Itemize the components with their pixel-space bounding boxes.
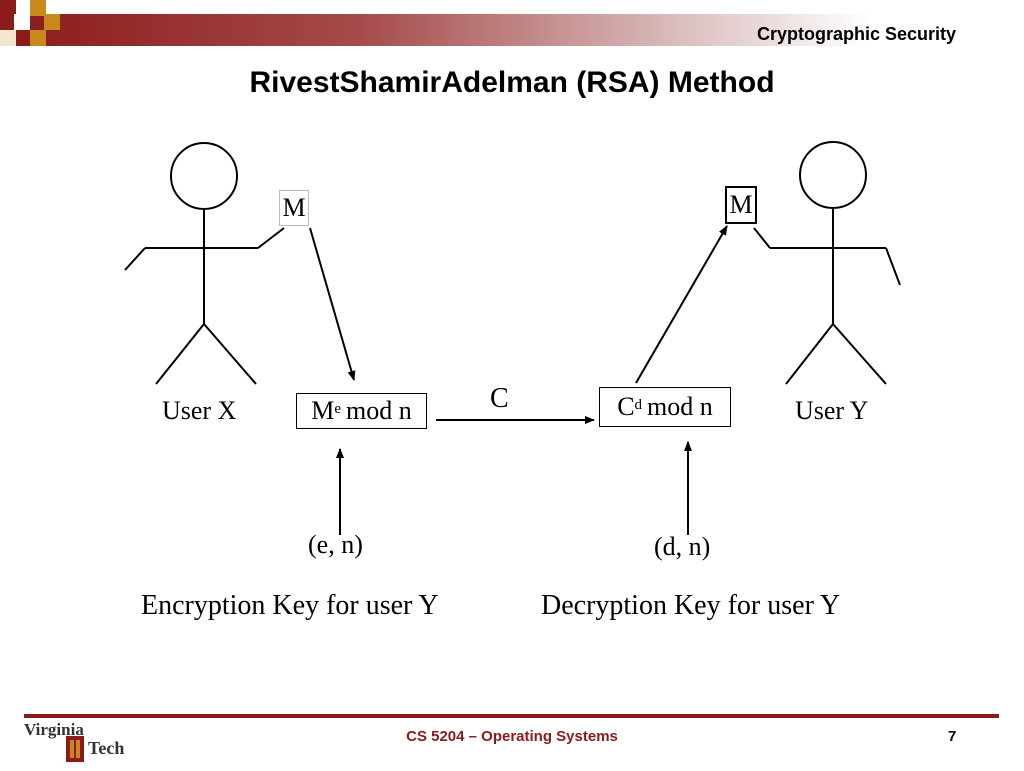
encryption-key-caption: Encryption Key for user Y <box>141 590 439 621</box>
message-text: M <box>729 190 753 219</box>
encrypt-exponent: e <box>334 400 342 417</box>
left-hand <box>753 227 771 249</box>
logo-text-bottom: Tech <box>88 738 125 758</box>
page-number: 7 <box>948 728 957 745</box>
right-hand <box>257 227 285 249</box>
header-title: Cryptographic Security <box>756 24 956 44</box>
stick-figure-user-y <box>753 141 901 385</box>
left-leg <box>785 323 834 385</box>
head <box>170 142 238 210</box>
encrypt-base: M <box>311 396 335 425</box>
virginia-tech-logo: Virginia Tech <box>24 720 134 766</box>
stick-figure-user-x <box>124 142 285 385</box>
message-text: M <box>282 193 306 222</box>
decrypt-base: C <box>617 392 635 421</box>
message-box-sender: M <box>279 190 309 226</box>
slide-title: RivestShamirAdelman (RSA) Method <box>249 66 775 99</box>
header-square <box>14 30 30 46</box>
header-square <box>0 0 16 16</box>
arrow-m-to-encrypt <box>309 227 356 381</box>
user-x-label: User X <box>162 396 237 425</box>
arrow-decrypt-to-m <box>635 225 728 384</box>
decrypt-exponent: d <box>634 396 643 413</box>
encryption-key-pair: (e, n) <box>308 530 363 559</box>
ciphertext-label: C <box>490 383 509 414</box>
footer-course: CS 5204 – Operating Systems <box>406 728 618 745</box>
encrypt-rest: mod n <box>346 396 412 425</box>
decrypt-rest: mod n <box>647 392 713 421</box>
header-square <box>0 30 16 46</box>
logo-text-top: Virginia <box>24 720 84 739</box>
header-square <box>14 14 30 30</box>
decryption-key-pair: (d, n) <box>654 532 711 561</box>
head <box>799 141 867 209</box>
header-bar <box>0 14 1024 46</box>
header-square <box>30 30 46 46</box>
left-hand <box>124 247 146 271</box>
right-leg <box>832 323 887 385</box>
user-y-label: User Y <box>795 396 869 425</box>
decryption-key-caption: Decryption Key for user Y <box>541 590 841 621</box>
left-leg <box>155 323 205 385</box>
header-square <box>44 14 60 30</box>
header-square <box>30 0 46 16</box>
right-hand <box>885 247 901 286</box>
message-box-receiver: M <box>725 186 757 224</box>
right-leg <box>203 323 257 385</box>
footer-divider <box>24 714 999 718</box>
logo-icon <box>66 736 84 762</box>
